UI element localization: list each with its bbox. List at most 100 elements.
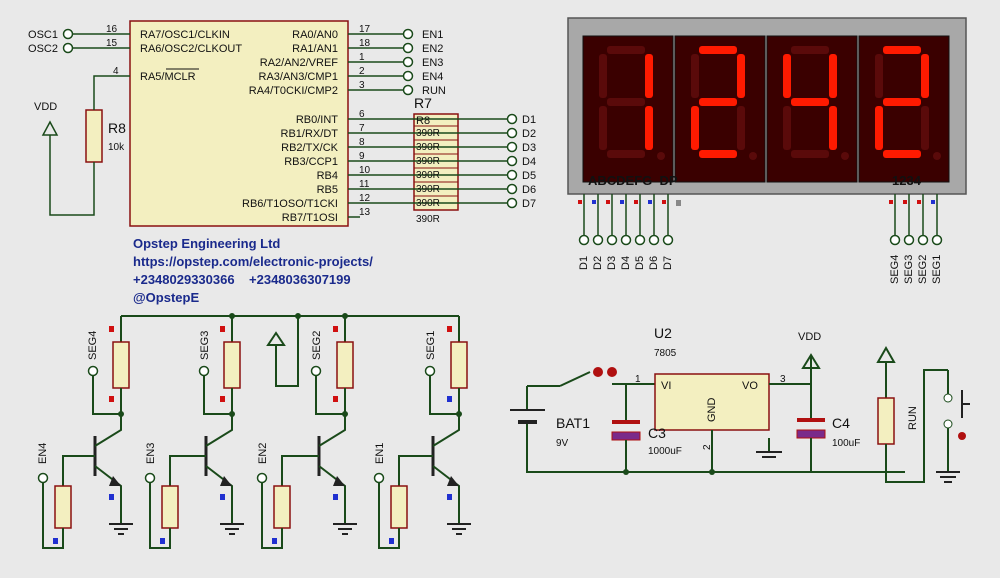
mcu-pin-label: RB6/T1OSO/T1CKI bbox=[242, 198, 338, 210]
segment-dp bbox=[657, 152, 665, 160]
disp-pin-label: D1 bbox=[578, 256, 590, 270]
power-supply: U2 7805 VI VO GND 1 2 3 VDD BAT1 9V C3 1… bbox=[510, 325, 905, 475]
terminal-label-d5: D5 bbox=[522, 170, 536, 182]
terminal-label-d4: D4 bbox=[522, 156, 536, 168]
company-name: Opstep Engineering Ltd bbox=[133, 236, 280, 251]
segment-b bbox=[921, 54, 929, 98]
pin-state-marker bbox=[648, 200, 652, 204]
display-pins bbox=[578, 194, 943, 246]
c4-ref: C4 bbox=[832, 415, 850, 431]
r7-value: 390R bbox=[416, 214, 440, 225]
terminal-label-osc1: OSC1 bbox=[28, 29, 58, 41]
u2-vo: VO bbox=[742, 380, 758, 392]
mcu-pin-num: 8 bbox=[359, 137, 365, 148]
segment-d bbox=[699, 150, 737, 158]
dp-pin bbox=[676, 200, 681, 206]
disp-pin-terminal bbox=[917, 234, 929, 246]
segment-g bbox=[883, 98, 921, 106]
c3-value: 1000uF bbox=[648, 446, 682, 457]
disp-pin-terminal bbox=[578, 234, 590, 246]
disp-pin-label: SEG4 bbox=[889, 255, 901, 284]
disp-pin-terminal bbox=[662, 234, 674, 246]
mcu-pin-label: RB4 bbox=[317, 170, 338, 182]
segment-b bbox=[737, 54, 745, 98]
r7-value: 390R bbox=[416, 170, 440, 181]
mcu-pin-num: 15 bbox=[106, 38, 118, 49]
pin-state-marker bbox=[592, 200, 596, 204]
mcu-pin-num: 12 bbox=[359, 193, 371, 204]
segment-dp bbox=[933, 152, 941, 160]
bat1-value: 9V bbox=[556, 438, 569, 449]
segment-c bbox=[645, 106, 653, 150]
digit-cell bbox=[858, 35, 950, 183]
segment-f bbox=[875, 54, 883, 98]
segment-d bbox=[883, 150, 921, 158]
mcu-right-pins: RA0/AN0 RA1/AN1 RA2/AN2/VREF RA3/AN3/CMP… bbox=[242, 24, 371, 224]
digit-cell bbox=[582, 35, 674, 183]
mcu-left-pins: 16 15 4 RA7/OSC1/CLKIN RA6/OSC2/CLKOUT R… bbox=[106, 24, 242, 83]
segment-f bbox=[691, 54, 699, 98]
digit-cell bbox=[766, 35, 858, 183]
display-segment-label: ABCDEFG DP bbox=[588, 173, 678, 188]
segment-g bbox=[607, 98, 645, 106]
u2-pin2: 2 bbox=[702, 444, 713, 450]
mcu-pin-num: 7 bbox=[359, 123, 365, 134]
run-circuit: RUN bbox=[876, 345, 970, 483]
mcu-pin-label: RA6/OSC2/CLKOUT bbox=[140, 43, 242, 55]
driver-seg-label: SEG4 bbox=[87, 331, 99, 360]
driver-seg-label: SEG2 bbox=[311, 331, 323, 360]
mcu-pin-num: 16 bbox=[106, 24, 118, 35]
terminal-label-osc2: OSC2 bbox=[28, 43, 58, 55]
segment-a bbox=[607, 46, 645, 54]
segment-dp bbox=[841, 152, 849, 160]
disp-pin-terminal bbox=[931, 234, 943, 246]
disp-pin-label: D3 bbox=[606, 256, 618, 270]
terminal-label-d3: D3 bbox=[522, 142, 536, 154]
segment-f bbox=[599, 54, 607, 98]
driver-stage bbox=[144, 316, 244, 549]
driver-en-label: EN1 bbox=[374, 443, 386, 464]
mcu-pin-label: RA5/MCLR bbox=[140, 71, 196, 83]
mcu-pin-label: RA0/AN0 bbox=[292, 29, 338, 41]
terminal-label-d2: D2 bbox=[522, 128, 536, 140]
mcu-pin-num: 11 bbox=[359, 179, 370, 190]
bat1-ref: BAT1 bbox=[556, 415, 590, 431]
driver-en-label: EN4 bbox=[37, 443, 49, 464]
pin-state-marker bbox=[634, 200, 638, 204]
r8-ref: R8 bbox=[108, 120, 126, 136]
mcu-pin-label: RB3/CCP1 bbox=[284, 156, 338, 168]
run-label: RUN bbox=[907, 406, 919, 430]
terminal-label-d7: D7 bbox=[522, 198, 536, 210]
segment-c bbox=[829, 106, 837, 150]
driver-stage bbox=[373, 316, 471, 549]
disp-pin-label: D5 bbox=[634, 256, 646, 270]
mcu-pin-num: 18 bbox=[359, 38, 371, 49]
mcu-pin-label: RB0/INT bbox=[296, 114, 338, 126]
mcu-pin-num: 3 bbox=[359, 80, 365, 91]
segment-d bbox=[607, 150, 645, 158]
r7-value: 390R bbox=[416, 156, 440, 167]
pin-state-marker bbox=[889, 200, 893, 204]
mcu-pin-label: RA3/AN3/CMP1 bbox=[259, 71, 338, 83]
mcu-pin-num: 6 bbox=[359, 109, 365, 120]
pin-state-marker bbox=[931, 200, 935, 204]
segment-e bbox=[783, 106, 791, 150]
disp-pin-label: SEG3 bbox=[903, 255, 915, 284]
disp-pin-label: D2 bbox=[592, 256, 604, 270]
mcu-pin-label: RB2/TX/CK bbox=[281, 142, 339, 154]
mcu-pin-label: RB7/T1OSI bbox=[282, 212, 338, 224]
segment-c bbox=[737, 106, 745, 150]
disp-pin-terminal bbox=[592, 234, 604, 246]
segment-g bbox=[791, 98, 829, 106]
pin-state-marker bbox=[662, 200, 666, 204]
en-terminals: EN1 EN2 EN3 EN4 RUN bbox=[402, 28, 446, 97]
segment-g bbox=[699, 98, 737, 106]
r7-network: R7 R8 390R 390R 390R 390R 390R 390R 390R bbox=[348, 95, 508, 225]
driver-stages bbox=[37, 316, 471, 549]
en-wires bbox=[348, 33, 404, 218]
pin-state-marker bbox=[903, 200, 907, 204]
company-phones: +2348029330366 +2348036307199 bbox=[133, 272, 351, 287]
pin-state-marker bbox=[578, 200, 582, 204]
vdd-label-u2: VDD bbox=[798, 331, 821, 343]
mcu-pin-label: RA4/T0CKI/CMP2 bbox=[249, 85, 338, 97]
